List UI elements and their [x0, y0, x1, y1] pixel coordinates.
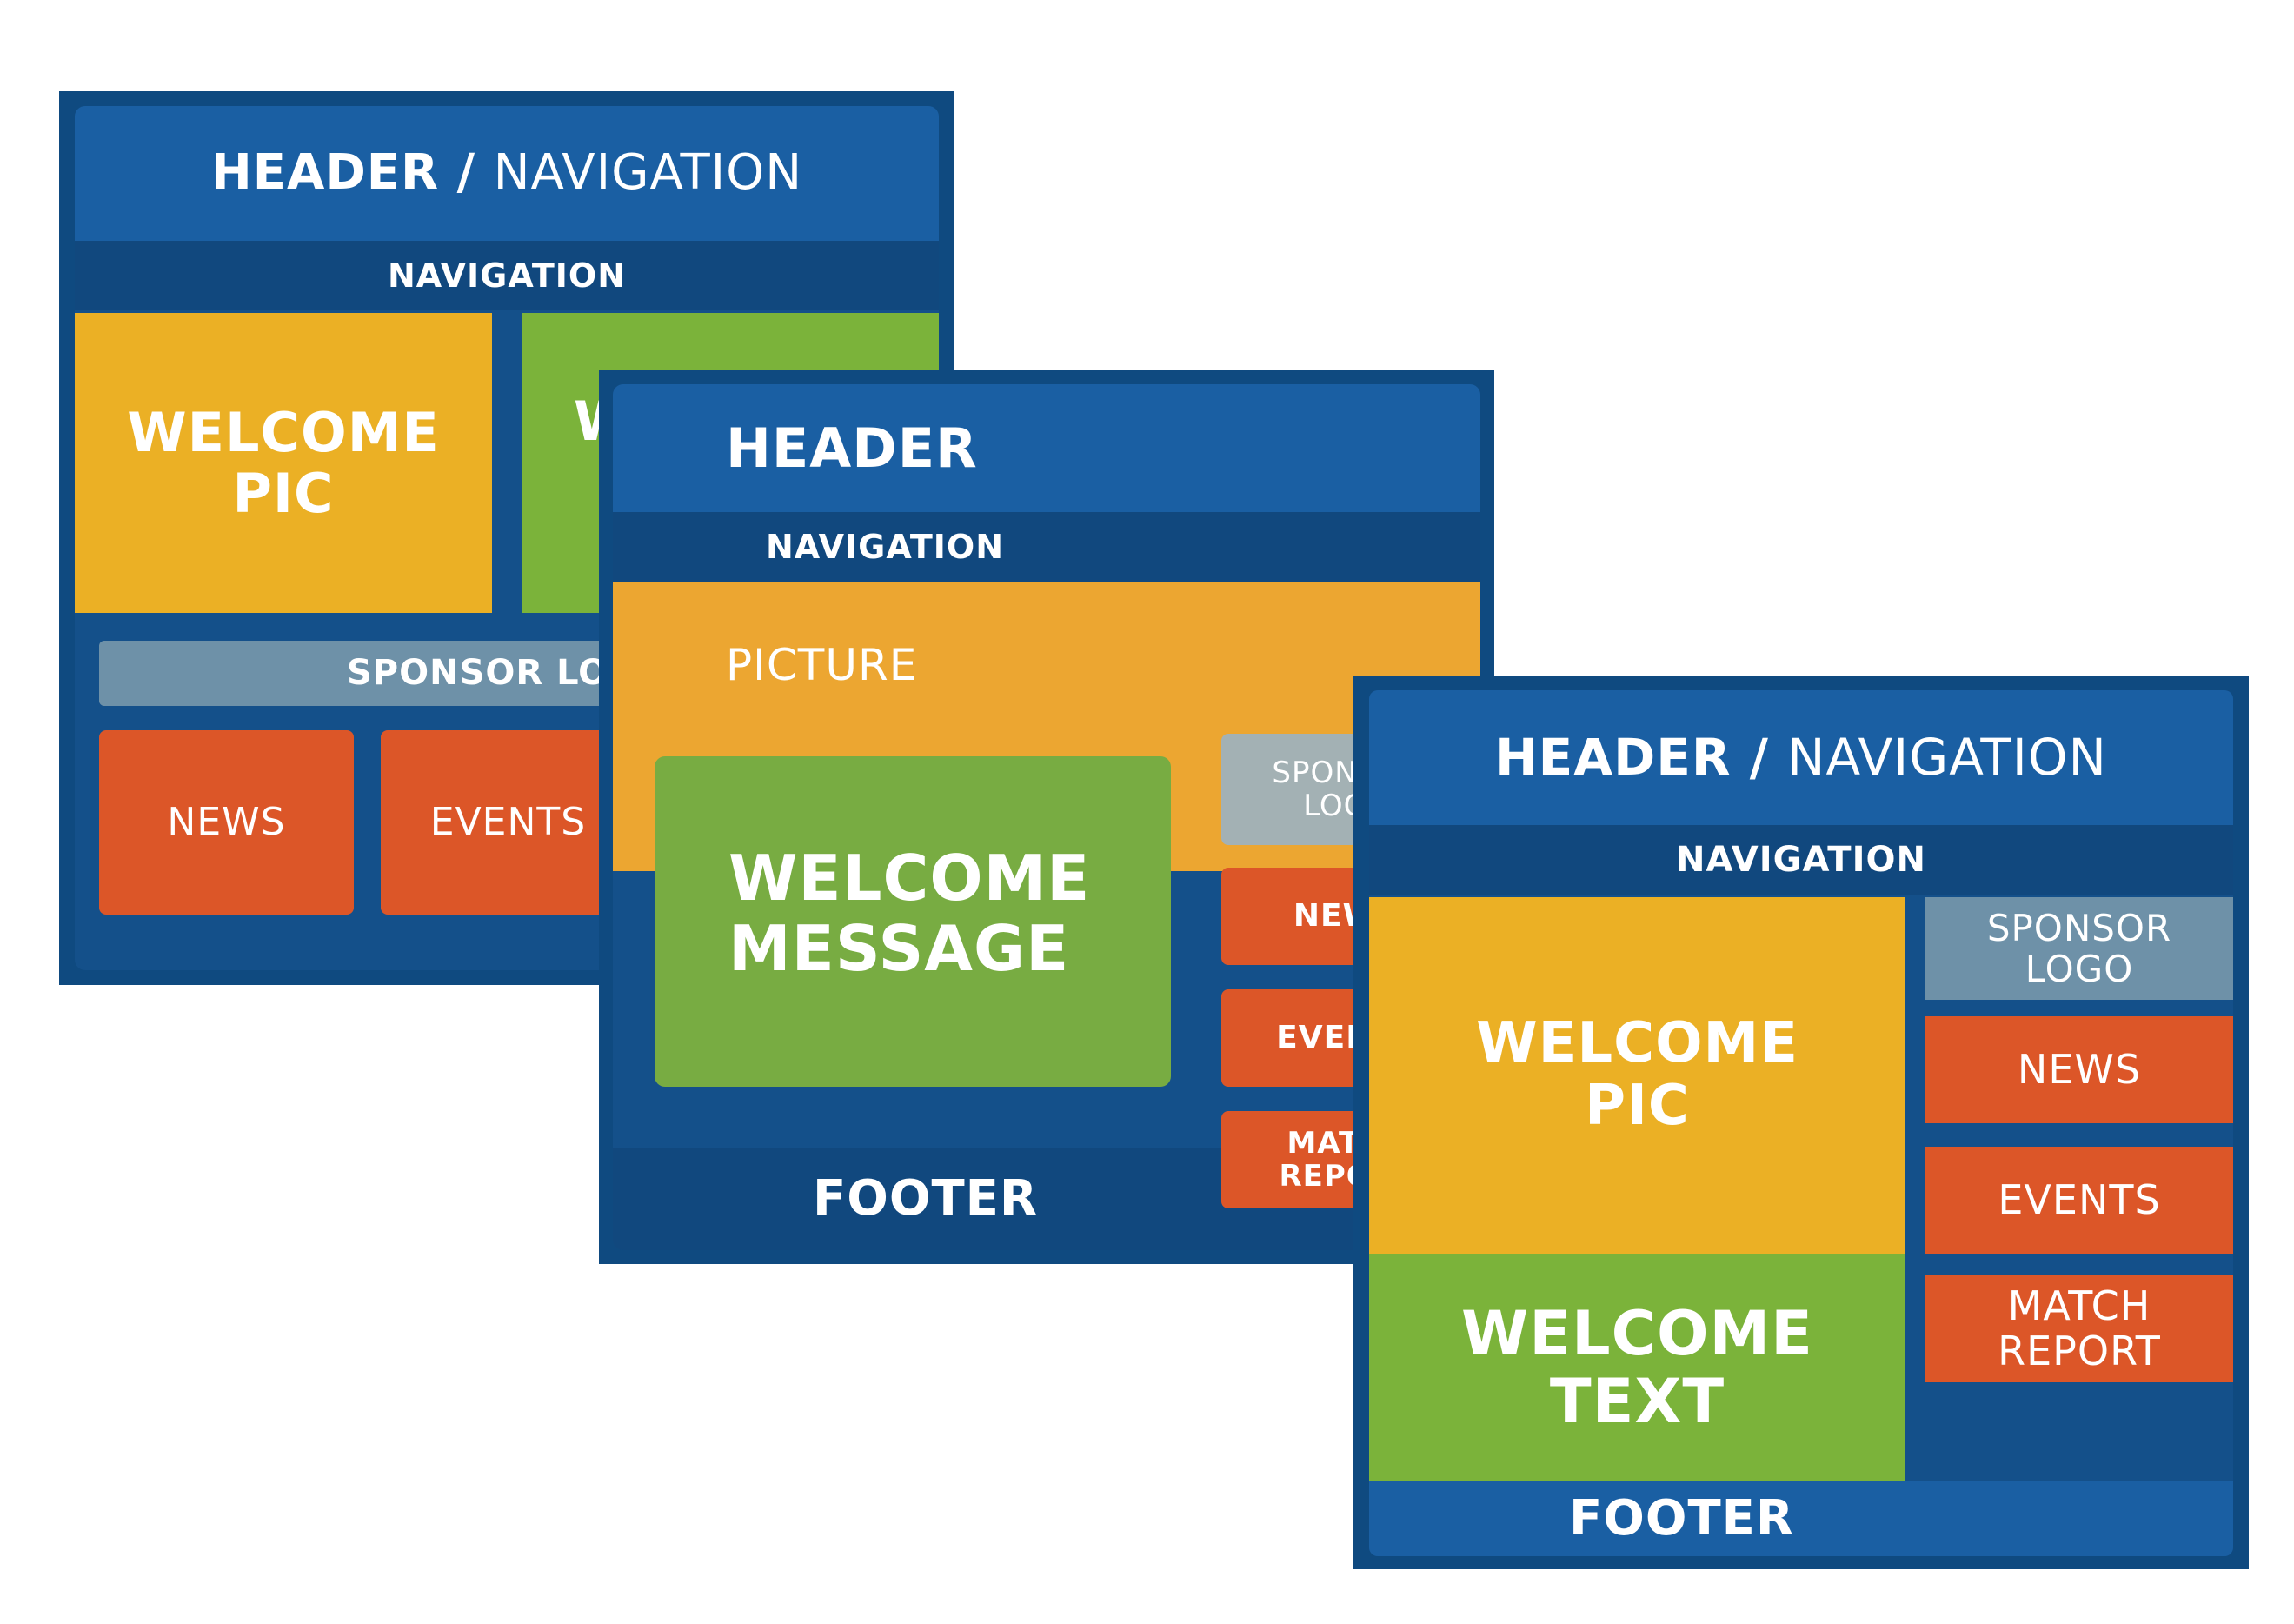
events-block: EVENTS — [381, 730, 635, 915]
footer-block: FOOTER — [1369, 1481, 2233, 1556]
header-separator: / — [439, 144, 494, 202]
events-label: EVENTS — [1998, 1175, 2161, 1223]
header-block: HEADER — [613, 384, 1480, 512]
header-nav-label: NAVIGATION — [1787, 728, 2107, 788]
welcome-pic-block: WELCOME PIC — [75, 313, 492, 613]
sponsor-logo-label: SPONSOR LOGO — [1986, 906, 2172, 990]
news-block: NEWS — [99, 730, 354, 915]
layout-panel-3: HEADER / NAVIGATION NAVIGATION WELCOME P… — [1353, 676, 2249, 1569]
welcome-pic-block: WELCOME PIC — [1369, 897, 1905, 1254]
navigation-bar: NAVIGATION — [75, 241, 939, 310]
news-label: NEWS — [2017, 1045, 2142, 1093]
welcome-message-label: WELCOME MESSAGE — [728, 842, 1091, 985]
panel-3-body: HEADER / NAVIGATION NAVIGATION WELCOME P… — [1369, 690, 2233, 1556]
header-nav-label: NAVIGATION — [493, 144, 803, 202]
header-label: HEADER — [1495, 728, 1732, 788]
sponsor-logo-block: SPONSOR LOGO — [1925, 897, 2233, 1000]
navigation-label: NAVIGATION — [766, 527, 1004, 566]
navigation-bar: NAVIGATION — [613, 512, 1480, 582]
header-separator: / — [1731, 728, 1788, 788]
welcome-text-block: WELCOME TEXT — [1369, 1254, 1905, 1481]
picture-label: PICTURE — [726, 640, 918, 690]
layout-panel-2: HEADER NAVIGATION PICTURE WELCOME MESSAG… — [599, 370, 1494, 1264]
welcome-message-block: WELCOME MESSAGE — [655, 756, 1171, 1087]
match-report-label: MATCH REPORT — [1998, 1281, 2161, 1374]
events-block: EVENTS — [1925, 1147, 2233, 1254]
welcome-text-label: WELCOME TEXT — [1461, 1297, 1813, 1437]
header-label: HEADER — [210, 144, 440, 202]
footer-label: FOOTER — [813, 1169, 1039, 1227]
footer-label: FOOTER — [1569, 1489, 1795, 1547]
navigation-label: NAVIGATION — [388, 256, 626, 295]
header-navigation-block: HEADER / NAVIGATION — [75, 106, 939, 241]
welcome-pic-label: WELCOME PIC — [127, 401, 440, 525]
navigation-label: NAVIGATION — [1676, 839, 1926, 880]
news-block: NEWS — [1925, 1016, 2233, 1123]
welcome-pic-label: WELCOME PIC — [1476, 1011, 1799, 1138]
news-label: NEWS — [167, 800, 286, 845]
events-label: EVENTS — [429, 800, 587, 845]
header-label: HEADER — [726, 416, 978, 480]
match-report-block: MATCH REPORT — [1925, 1275, 2233, 1382]
navigation-bar: NAVIGATION — [1369, 825, 2233, 895]
header-navigation-block: HEADER / NAVIGATION — [1369, 690, 2233, 825]
panel-2-body: HEADER NAVIGATION PICTURE WELCOME MESSAG… — [613, 384, 1480, 1250]
